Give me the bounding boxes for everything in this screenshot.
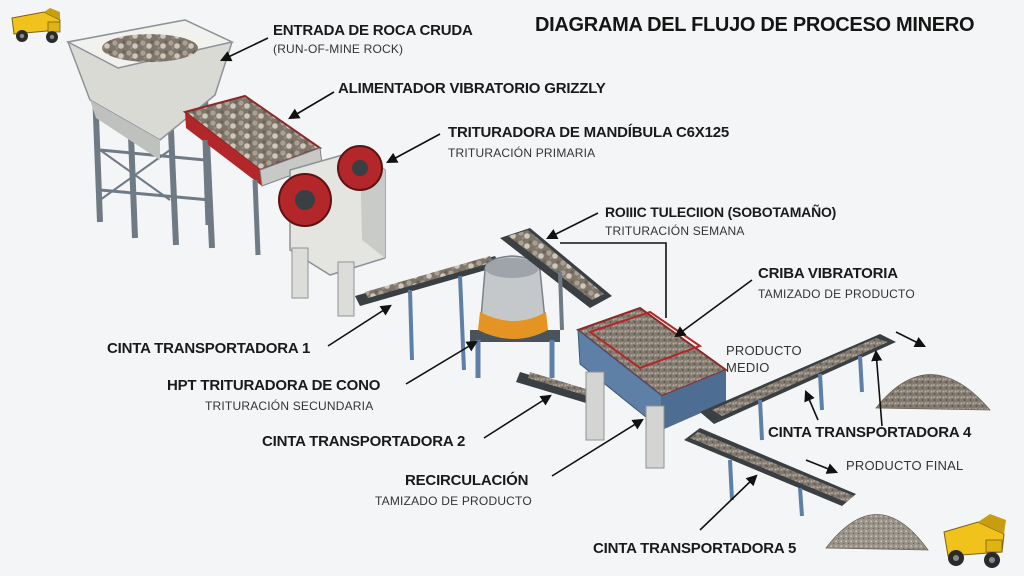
conveyor-5 [684, 428, 856, 517]
final-product-label: PRODUCTO FINAL [846, 458, 964, 473]
medium-product-pile [875, 374, 991, 411]
grizzly-feeder [182, 94, 323, 256]
cone-crusher [470, 255, 560, 378]
conveyor-2 [516, 372, 600, 406]
jaw-crusher-label: TRITURADORA DE MANDÍBULA C6X125 [448, 124, 730, 141]
cone-crusher-sublabel: TRITURACIÓN SECUNDARIA [205, 399, 374, 413]
conveyor-1 [355, 256, 500, 371]
conveyor-1-label: CINTA TRANSPORTADORA 1 [107, 340, 311, 357]
cone-crusher-label: HPT TRITURADORA DE CONO [167, 377, 381, 394]
recirculation-label: RECIRCULACIÓN [405, 472, 529, 489]
mining-truck-icon [943, 514, 1006, 568]
feed-sublabel: (RUN-OF-MINE ROCK) [273, 42, 404, 56]
top-recirculation-sublabel: TRITURACIÓN SEMANA [605, 224, 745, 238]
conveyor-4 [700, 334, 896, 441]
recirculation-sublabel: TAMIZADO DE PRODUCTO [375, 494, 532, 508]
screen-sublabel: TAMIZADO DE PRODUCTO [758, 287, 915, 301]
conveyor-4-label: CINTA TRANSPORTADORA 4 [768, 424, 972, 441]
callout-arrows [219, 37, 927, 531]
final-product-pile [825, 514, 929, 551]
feed-label: ENTRADA DE ROCA CRUDA [273, 22, 473, 39]
jaw-crusher-sublabel: TRITURACIÓN PRIMARIA [448, 146, 596, 160]
vibrating-screen [575, 306, 729, 469]
medium-product-label: PRODUCTO MEDIO [726, 343, 802, 375]
grizzly-label: ALIMENTADOR VIBRATORIO GRIZZLY [338, 80, 606, 97]
recirculation-conveyor [500, 228, 612, 331]
diagram-title: DIAGRAMA DEL FLUJO DE PROCESO MINERO [535, 14, 975, 36]
jaw-crusher [278, 145, 386, 317]
conveyor-2-label: CINTA TRANSPORTADORA 2 [262, 433, 466, 450]
top-recirculation-label: ROIIIC TULECIION (SOBOTAMAÑO) [605, 204, 837, 220]
mining-truck-icon [11, 8, 61, 43]
screen-label: CRIBA VIBRATORIA [758, 265, 898, 282]
conveyor-5-label: CINTA TRANSPORTADORA 5 [593, 540, 797, 557]
